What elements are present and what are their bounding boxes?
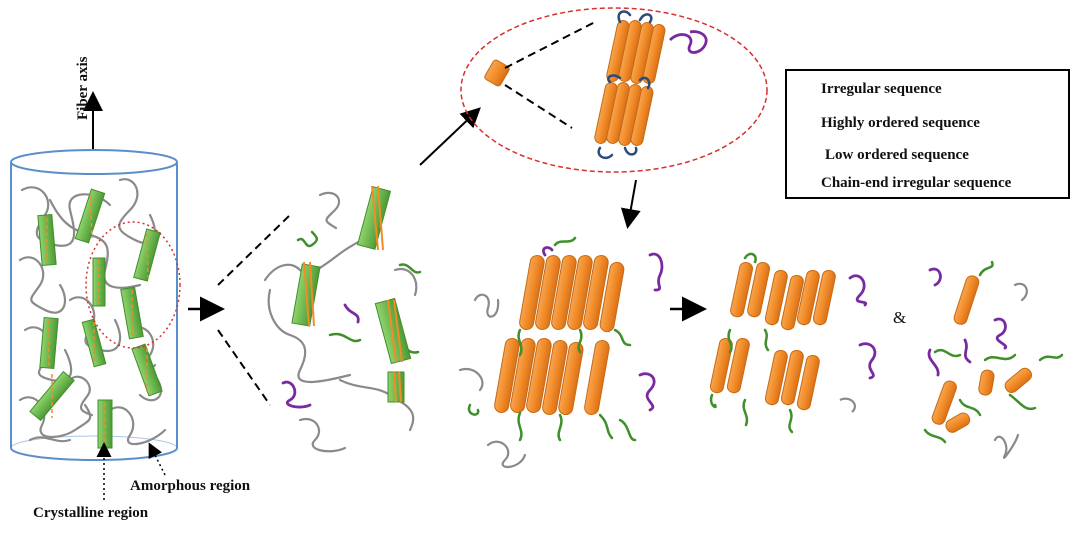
legend-label-low-ordered: Low ordered sequence: [825, 147, 969, 163]
legend-label-highly-ordered: Highly ordered sequence: [821, 115, 980, 131]
fiber-axis-label: Fiber axis: [75, 56, 91, 120]
legend: Irregular sequence Highly ordered sequen…: [785, 69, 1070, 199]
zoom-region-large: [460, 7, 768, 173]
disordered-state: [923, 260, 1064, 459]
crystalline-regions: [29, 188, 163, 449]
and-symbol: &: [893, 308, 907, 327]
crystalline-region-label: Crystalline region: [33, 505, 149, 521]
legend-item-irregular: Irregular sequence: [787, 77, 1070, 103]
magnified-region: [263, 185, 422, 453]
fiber-cylinder: [10, 91, 181, 500]
amorphous-region-label: Amorphous region: [130, 478, 251, 494]
legend-item-chain-end: Chain-end irregular sequence: [787, 171, 1070, 197]
zoom-region-small: [85, 221, 181, 349]
legend-label-chain-end: Chain-end irregular sequence: [821, 175, 1012, 191]
disordering-bundle: [709, 252, 877, 434]
oriented-bundle: [458, 236, 664, 468]
legend-item-highly-ordered: Highly ordered sequence: [787, 111, 1070, 137]
legend-item-low-ordered: Low ordered sequence: [787, 143, 1070, 169]
legend-label-irregular: Irregular sequence: [821, 81, 942, 97]
zoom-detail: [460, 7, 768, 173]
